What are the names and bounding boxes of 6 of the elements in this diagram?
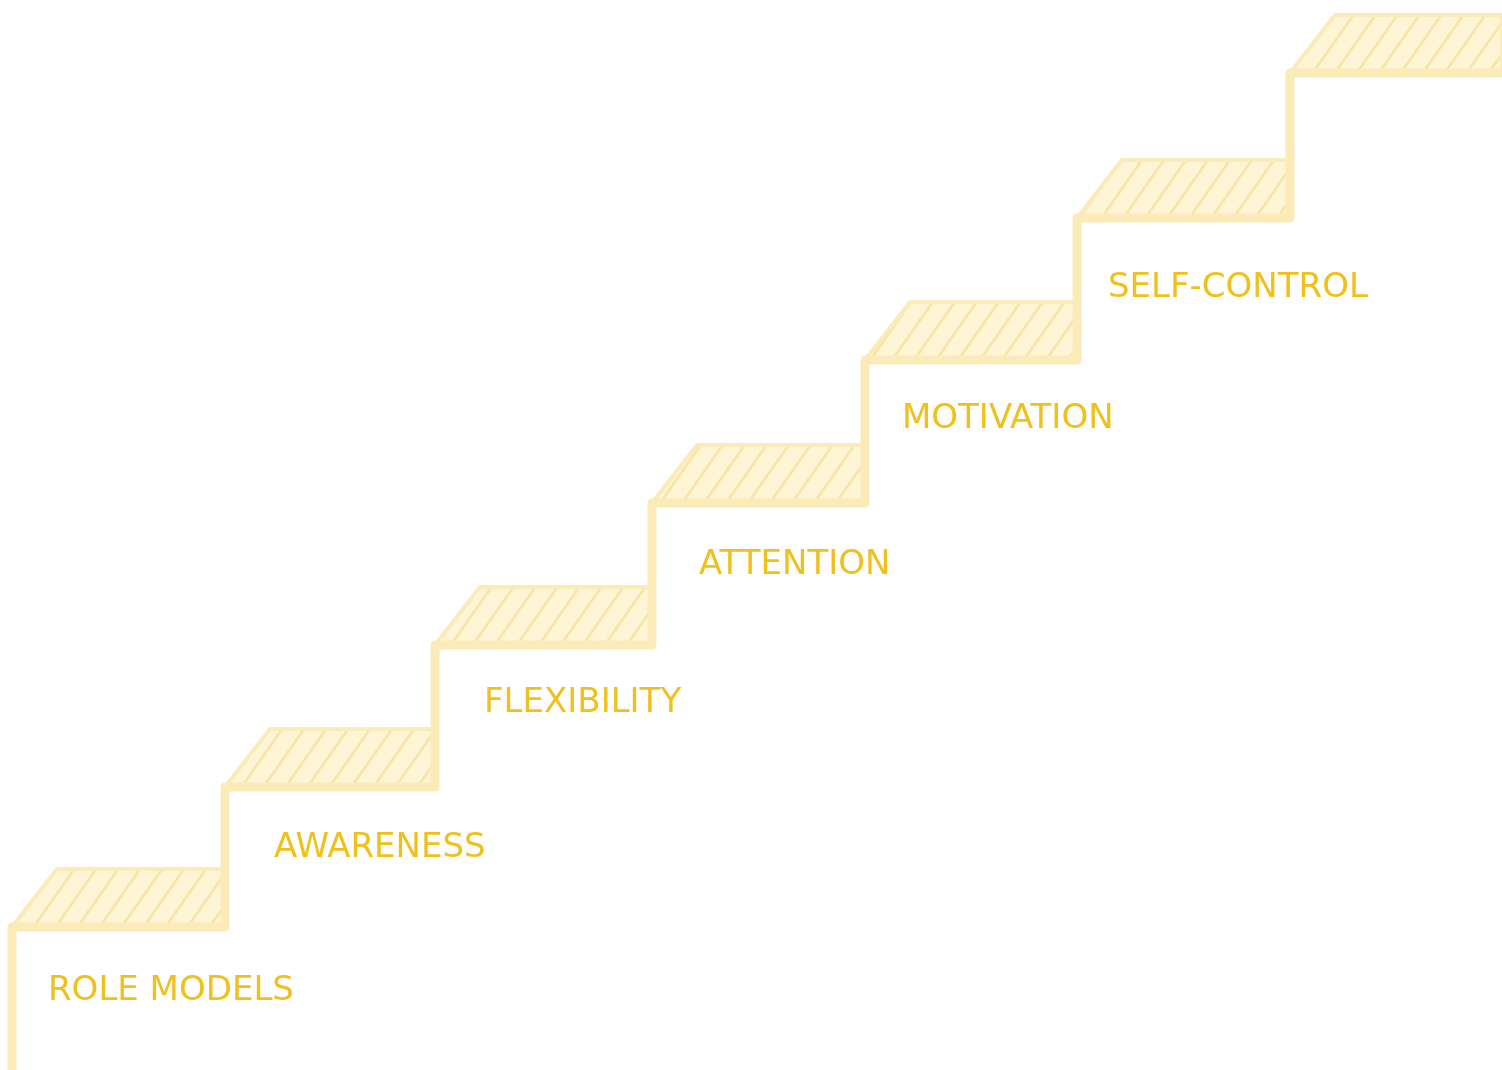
step-label: FLEXIBILITY [484,680,682,720]
step-label: AWARENESS [274,825,486,865]
step-label: SELF-CONTROL [1108,265,1368,305]
step-label: ROLE MODELS [48,968,294,1008]
step-label: MOTIVATION [902,396,1114,436]
step-label: ATTENTION [699,542,891,582]
